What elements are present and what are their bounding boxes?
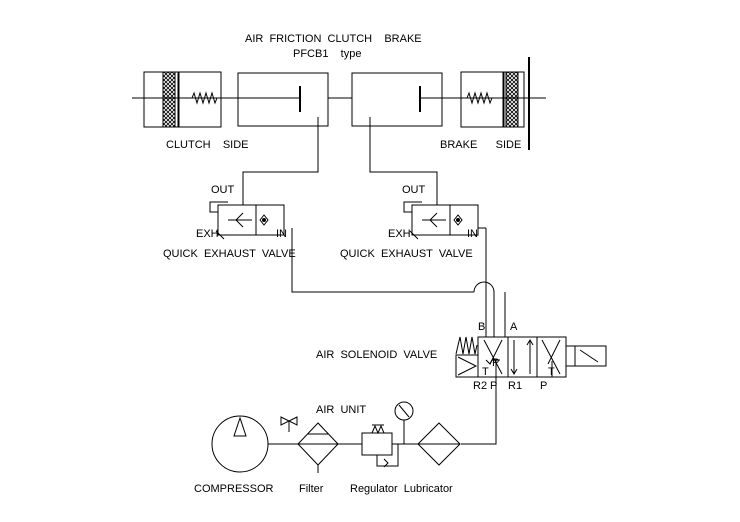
brake-side-label: BRAKE SIDE	[440, 139, 521, 151]
drain-valve-icon	[280, 416, 298, 432]
qev-left-name: QUICK EXHAUST VALVE	[163, 248, 296, 260]
port-p-top-label: P	[492, 357, 499, 369]
quick-exhaust-valve-left	[209, 201, 285, 240]
diagram-subtitle: PFCB1 type	[293, 48, 361, 60]
check-valve-icon	[228, 212, 269, 228]
qev-right-name: QUICK EXHAUST VALVE	[340, 248, 473, 260]
solenoid-coil-icon	[565, 345, 607, 367]
qev-right-in-label: IN	[467, 228, 478, 240]
qev-left-exh-label: EXH	[196, 228, 219, 240]
solenoid-valve-name: AIR SOLENOID VALVE	[316, 349, 437, 361]
clutch-friction-disc-icon	[162, 71, 176, 128]
clutch-side-label: CLUTCH SIDE	[166, 139, 249, 151]
qev-left-out-label: OUT	[211, 184, 235, 196]
filter	[280, 416, 362, 473]
diagram-title: AIR FRICTION CLUTCH BRAKE	[245, 33, 422, 45]
compressor	[211, 415, 298, 473]
port-r2-label: R2	[473, 380, 487, 392]
port-r1-label: R1	[508, 380, 522, 392]
quick-exhaust-valve-right	[403, 201, 479, 240]
clutch-spring-icon	[191, 91, 218, 105]
port-a-label: A	[510, 321, 518, 333]
qev-right-out-label: OUT	[402, 184, 426, 196]
air-unit-label: AIR UNIT	[316, 404, 366, 416]
regulator-spring-icon	[371, 424, 385, 435]
lubricator	[417, 422, 461, 466]
brake-friction-disc-icon	[505, 71, 519, 128]
compressor-label: COMPRESSOR	[194, 483, 274, 495]
clutch-brake-assembly	[132, 57, 546, 150]
qev-left-in-label: IN	[276, 228, 287, 240]
filter-label: Filter	[299, 483, 324, 495]
port-p-right-label: P	[540, 380, 547, 392]
regulator-lubricator-label: Regulator Lubricator	[350, 483, 453, 495]
regulator	[361, 401, 418, 468]
port-b-label: B	[478, 321, 485, 333]
port-p-bottom-label: P	[490, 380, 497, 392]
check-valve-icon	[422, 212, 463, 228]
qev-right-exh-label: EXH	[388, 228, 411, 240]
port-t-left-label: T	[482, 366, 489, 378]
valve-spring-icon	[455, 336, 478, 355]
air-solenoid-valve	[455, 336, 607, 378]
port-t-right-label: T	[548, 366, 555, 378]
